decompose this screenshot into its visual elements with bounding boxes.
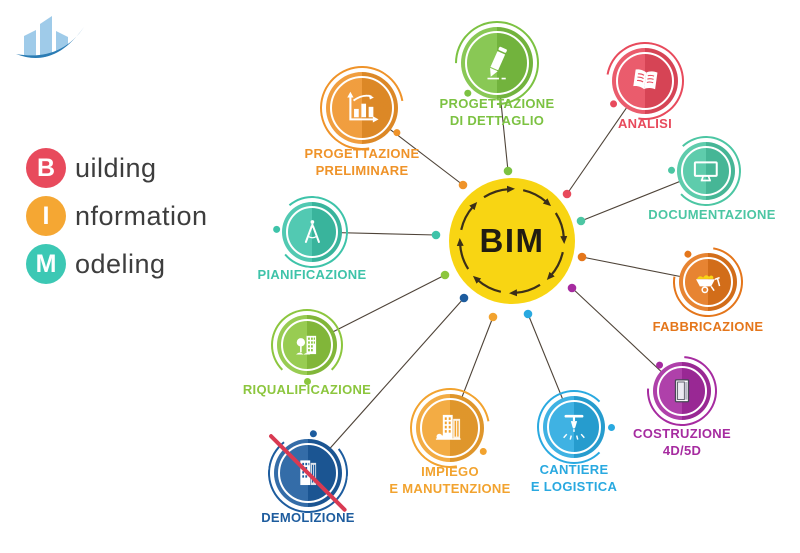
satellite-analisi: [590, 26, 700, 136]
monitor-icon: [694, 161, 718, 182]
orbit-dot: [607, 423, 615, 431]
label-demolizione: DEMOLIZIONE: [261, 510, 355, 525]
bim-hub-label: BIM: [479, 222, 545, 259]
progettazione-di-dettaglio-badge: [437, 3, 557, 123]
door-icon: [675, 379, 690, 403]
pencil-icon: [487, 46, 507, 80]
disc: [416, 394, 484, 462]
satellite-costruzione-4d-5d: [632, 341, 732, 441]
satellite-pianificazione: [272, 192, 352, 272]
orbit-dot: [308, 429, 317, 438]
satellite-cantiere-e-logistica: [537, 390, 615, 464]
satellite-demolizione: [263, 428, 353, 518]
satellite-impiego-e-manutenzione: [394, 372, 506, 484]
letter-b-badge: B: [26, 148, 66, 188]
disc: [326, 72, 398, 144]
disc: [677, 142, 735, 200]
orbit-dot: [272, 225, 280, 233]
analisi-badge: [590, 26, 700, 136]
letter-i: I: [42, 201, 50, 230]
cantiere-badge: [537, 390, 615, 464]
fabbricazione-badge: [659, 233, 757, 331]
orbit-dot: [667, 166, 675, 174]
acronym-row-building: B uilding: [26, 148, 208, 188]
costruzione-badge: [632, 341, 732, 441]
label-riqualificazione: RIQUALIFICAZIONE: [242, 382, 372, 397]
disc: [461, 27, 533, 99]
riqualificazione-badge: [271, 309, 343, 385]
company-logo: [12, 6, 96, 70]
word-information: nformation: [75, 200, 208, 231]
satellite-riqualificazione: [271, 309, 343, 385]
buildings-swoosh-icon: [16, 16, 84, 70]
satellite-documentazione: [667, 134, 743, 208]
letter-m: M: [35, 249, 57, 278]
letter-i-badge: I: [26, 196, 66, 236]
label-fabbricazione: FABBRICAZIONE: [652, 319, 764, 334]
plumb-tool-icon: [563, 414, 585, 440]
label-documentazione: DOCUMENTAZIONE: [648, 207, 776, 222]
satellite-progettazione-di-dettaglio: [437, 3, 557, 123]
acronym-row-modeling: M odeling: [26, 244, 208, 284]
letter-b: B: [36, 153, 56, 182]
bar-chart-icon: [347, 91, 379, 123]
disc: [653, 362, 711, 420]
disc: [679, 253, 737, 311]
acronym-row-information: I nformation: [26, 196, 208, 236]
bim-cycle-icon: [449, 178, 575, 304]
disc: [543, 396, 605, 458]
satellite-fabbricazione: [659, 233, 757, 331]
bim-hub: BIM: [442, 171, 582, 311]
wheelbarrow-icon: [696, 275, 721, 294]
progettazione-preliminare-badge: [303, 49, 421, 167]
label-pianificazione: PIANIFICAZIONE: [257, 267, 367, 282]
buildings-icon: [436, 415, 461, 441]
open-book-icon: [633, 69, 658, 90]
connector-dots: [431, 166, 587, 322]
disc: [282, 202, 342, 262]
satellite-progettazione-preliminare: [303, 49, 421, 167]
letter-m-badge: M: [26, 244, 66, 284]
word-modeling: odeling: [75, 248, 166, 279]
tree-building-icon: [295, 335, 316, 355]
compass-icon: [304, 219, 320, 243]
bim-acronym: B uilding I nformation M odeling: [26, 148, 208, 292]
pianificazione-badge: [272, 192, 352, 272]
demolizione-badge: [263, 428, 353, 518]
word-building: uilding: [75, 152, 157, 183]
impiego-badge: [394, 372, 506, 484]
disc: [277, 315, 337, 375]
disc: [612, 48, 678, 114]
label-analisi: ANALISI: [617, 116, 673, 131]
documentazione-badge: [667, 134, 743, 208]
